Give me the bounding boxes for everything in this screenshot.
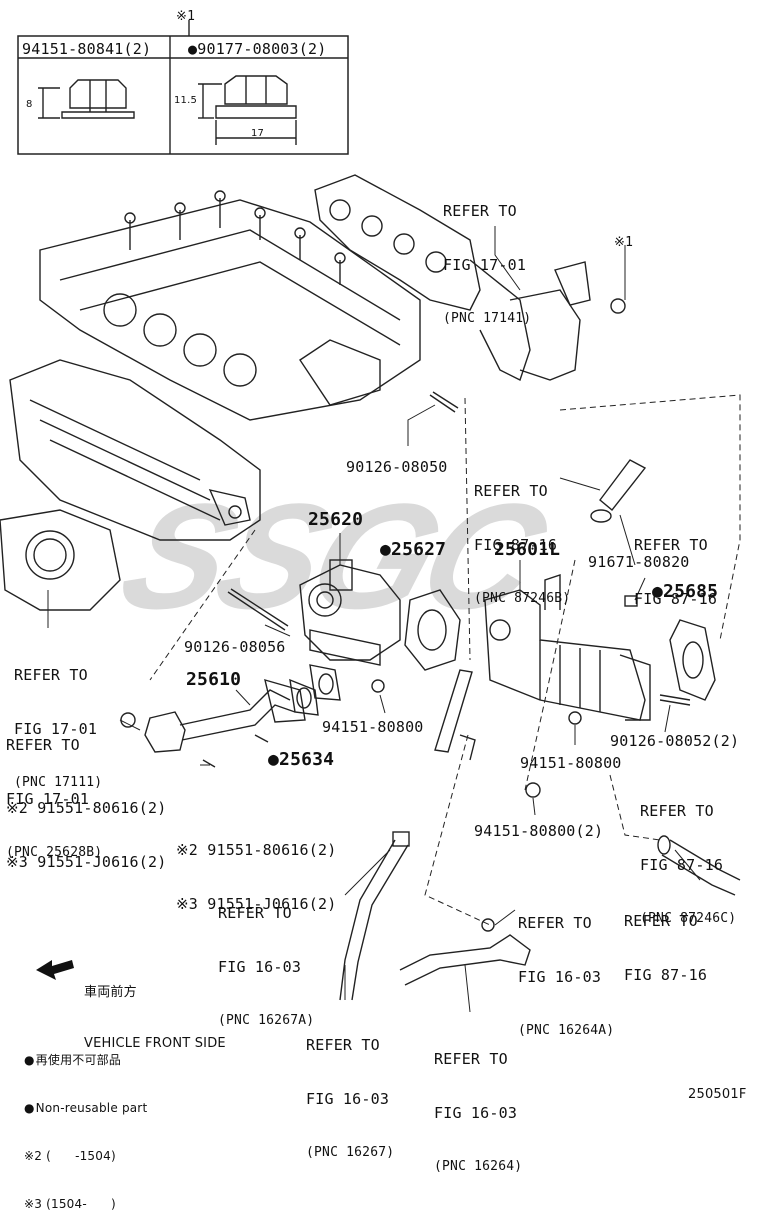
gasket-25685 (669, 619, 716, 701)
label-25627: ●25627 (380, 539, 447, 560)
fasteners (120, 298, 691, 932)
label-nut-80800-c: 94151-80800(2) (474, 822, 604, 840)
table-dim-h2: 11.5 (174, 95, 198, 106)
front-arrow-icon (36, 960, 74, 980)
ref-line: (PNC 17141) (443, 311, 532, 326)
figure-id: 250501F (688, 1087, 747, 1102)
ref-line: (PNC 16267A) (218, 1013, 315, 1028)
ref-line: REFER TO (6, 736, 80, 754)
label-25610: 25610 (186, 669, 242, 690)
label-nut-80800-b: 94151-80800 (520, 754, 622, 772)
ref-line: FIG 87-16 (474, 536, 558, 554)
bolt-line: ※3 91551-J0616(2) (176, 895, 337, 913)
ref-line: (PNC 17111) (14, 775, 103, 790)
ref-gasket-25628b: REFER TO FIG 17-01 (PNC 25628B) (6, 700, 102, 880)
bolt-line: ※2 91551-80616(2) (6, 799, 167, 817)
ref-line: FIG 16-03 (518, 968, 602, 986)
label-stud-08052: 90126-08052(2) (610, 732, 740, 750)
ref-line: FIG 16-03 (306, 1090, 390, 1108)
water-pipes (339, 831, 531, 1001)
ref-line: REFER TO (14, 666, 88, 684)
cylinder-head (39, 190, 421, 421)
ref-line: REFER TO (634, 536, 708, 554)
ref-exhaust-manifold: REFER TO FIG 17-01 (PNC 17141) (443, 166, 531, 346)
gasket-25634 (289, 664, 341, 716)
nut-note-mark: ※1 (614, 235, 634, 250)
ref-line: (PNC 87246C) (640, 911, 737, 926)
ref-pipe-16267a: REFER TO FIG 16-03 (PNC 16267A) (218, 868, 314, 1048)
ref-pipe-16264: REFER TO FIG 16-03 (PNC 16264) (434, 1014, 522, 1194)
egr-pipe (144, 678, 306, 753)
label-stud-08056: 90126-08056 (184, 638, 286, 656)
table-dim-h1: 8 (26, 99, 33, 110)
legend-nonreuse-en-text: Non-reusable part (35, 1101, 148, 1115)
egr-valve (299, 559, 401, 666)
label-bolt-b: ※2 91551-80616(2) ※3 91551-J0616(2) (176, 805, 336, 931)
front-side-label: 車両前方 VEHICLE FRONT SIDE (84, 950, 226, 1069)
legend-note2: ※2 ( -1504) (24, 1149, 116, 1163)
table-dim-w2: 17 (251, 128, 265, 139)
label-25601l: 25601L (494, 539, 561, 560)
ref-line: REFER TO (624, 912, 698, 930)
ref-line: (PNC 87246B) (474, 591, 571, 606)
ref-line: FIG 87-16 (640, 856, 724, 874)
ref-pipe-16264a: REFER TO FIG 16-03 (PNC 16264A) (518, 878, 614, 1058)
flange-nut-small (38, 79, 135, 119)
label-25634: ●25634 (268, 749, 335, 770)
ref-line: (PNC 16264) (434, 1159, 523, 1174)
legend-nonreuse-jp: 再使用不可部品 (24, 1052, 147, 1068)
bolt-line: ※3 91551-J0616(2) (6, 853, 167, 871)
legend-note3: ※3 (1504- ) (24, 1197, 116, 1211)
label-stud-08050: 90126-08050 (346, 458, 448, 476)
gasket-25627 (404, 589, 461, 671)
ref-line: REFER TO (218, 904, 292, 922)
ref-line: FIG 16-03 (434, 1104, 518, 1122)
ref-line: FIG 87-16 (634, 590, 718, 608)
dashed-leaders (149, 394, 741, 926)
intake-manifold (0, 359, 261, 611)
ref-clamp-87-16: REFER TO FIG 87-16 (634, 500, 717, 626)
bolt-line: ※2 91551-80616(2) (176, 841, 337, 859)
table-note-mark: ※1 (176, 9, 196, 24)
ref-line: REFER TO (518, 914, 592, 932)
front-jp: 車両前方 (84, 985, 137, 1000)
ref-line: REFER TO (306, 1036, 380, 1054)
ref-line: FIG 17-01 (443, 256, 527, 274)
exhaust-manifold (314, 174, 591, 381)
ref-pipe-16267: REFER TO FIG 16-03 (PNC 16267) (306, 1000, 394, 1180)
legend-nonreuse-en: Non-reusable part (24, 1100, 147, 1116)
ref-hose-87246c: REFER TO FIG 87-16 (PNC 87246C) (640, 766, 736, 946)
legend-nonreuse-jp-text: 再使用不可部品 (35, 1053, 122, 1067)
ref-line: FIG 17-01 (14, 720, 98, 738)
ref-line: (PNC 25628B) (6, 845, 103, 860)
fastener-table (17, 20, 349, 155)
water-hoses (434, 459, 741, 896)
ref-line: FIG 16-03 (218, 958, 302, 976)
ref-intake-manifold: REFER TO FIG 17-01 (PNC 17111) (14, 630, 102, 810)
egr-cooler (484, 574, 651, 721)
legend: 再使用不可部品 Non-reusable part ※2 ( -1504) ※3… (24, 1020, 147, 1228)
ref-line: FIG 87-16 (624, 966, 708, 984)
label-bolt-a: ※2 91551-80616(2) ※3 91551-J0616(2) (6, 763, 166, 889)
ref-line: REFER TO (474, 482, 548, 500)
table-part-1: 94151-80841(2) (22, 40, 152, 58)
flange-nut-large (198, 75, 297, 145)
ref-line: REFER TO (443, 202, 517, 220)
label-25685: ●25685 (652, 581, 719, 602)
ref-line: (PNC 16264A) (518, 1023, 615, 1038)
label-25620: 25620 (308, 509, 364, 530)
table-part-2: ●90177-08003(2) (188, 40, 327, 58)
ref-clamp-87-16-b: REFER TO FIG 87-16 (624, 876, 707, 1002)
parts-diagram (0, 20, 741, 1013)
ref-line: REFER TO (434, 1050, 508, 1068)
ref-line: REFER TO (640, 802, 714, 820)
ref-line: FIG 17-01 (6, 790, 90, 808)
ref-line: (PNC 16267) (306, 1145, 395, 1160)
ref-hose-87246b: REFER TO FIG 87-16 (PNC 87246B) (474, 446, 570, 626)
leader-lines (47, 226, 701, 1013)
label-bolt-80820: 91671-80820 (588, 553, 690, 571)
label-nut-80800-a: 94151-80800 (322, 718, 424, 736)
front-en: VEHICLE FRONT SIDE (84, 1036, 226, 1051)
